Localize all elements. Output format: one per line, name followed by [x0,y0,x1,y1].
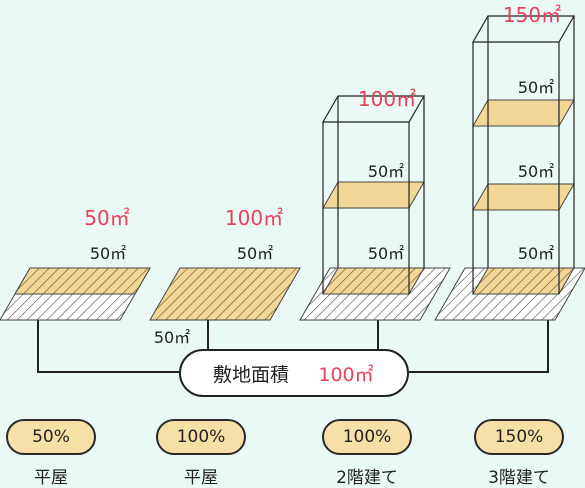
floor-area-label: 50㎡ [518,244,554,263]
ratio-badge: 100% [322,419,412,455]
floor-area-label: 50㎡ [368,162,404,181]
building-type-label: 平屋 [184,468,218,488]
building-frame [471,15,576,294]
building-2: 100㎡ 50㎡ 50㎡ [149,206,301,347]
total-floor-area-label: 100㎡ [358,87,416,111]
floor-area-label: 50㎡ [90,244,126,263]
total-floor-area-label: 150㎡ [503,3,561,27]
site-area-pill: 敷地面積 100㎡ [179,349,409,397]
site-parcel [149,267,301,321]
building-type-label: 3階建て [488,468,550,488]
floor-area-label: 50㎡ [518,162,554,181]
building-4: 150㎡ 50㎡ 50㎡ 50㎡ [434,3,585,321]
ratio-badge: 100% [156,419,246,455]
ratio-badge: 50% [6,419,96,455]
total-floor-area-label: 100㎡ [225,206,283,230]
building-3: 100㎡ 50㎡ 50㎡ [299,87,451,321]
floor-slab-gold [14,267,151,295]
ratio-badge: 150% [474,419,564,455]
building-type-label: 平屋 [34,468,68,488]
site-floor-area-label: 50㎡ [154,328,190,347]
building-type-label: 2階建て [336,468,398,488]
floor-area-label: 50㎡ [518,78,554,97]
connector-lines [37,308,549,373]
floor-area-ratio-diagram: 50㎡ 50㎡ 100㎡ 50㎡ 50㎡ 100㎡ 50㎡ 50㎡ [0,3,585,397]
floor-area-label: 50㎡ [368,244,404,263]
site-area-value: 100㎡ [318,363,373,386]
total-floor-area-label: 50㎡ [84,206,129,230]
building-frame [321,95,426,294]
floor-area-label: 50㎡ [237,244,273,263]
building-1: 50㎡ 50㎡ [0,206,151,321]
site-area-text: 敷地面積 [213,364,289,386]
